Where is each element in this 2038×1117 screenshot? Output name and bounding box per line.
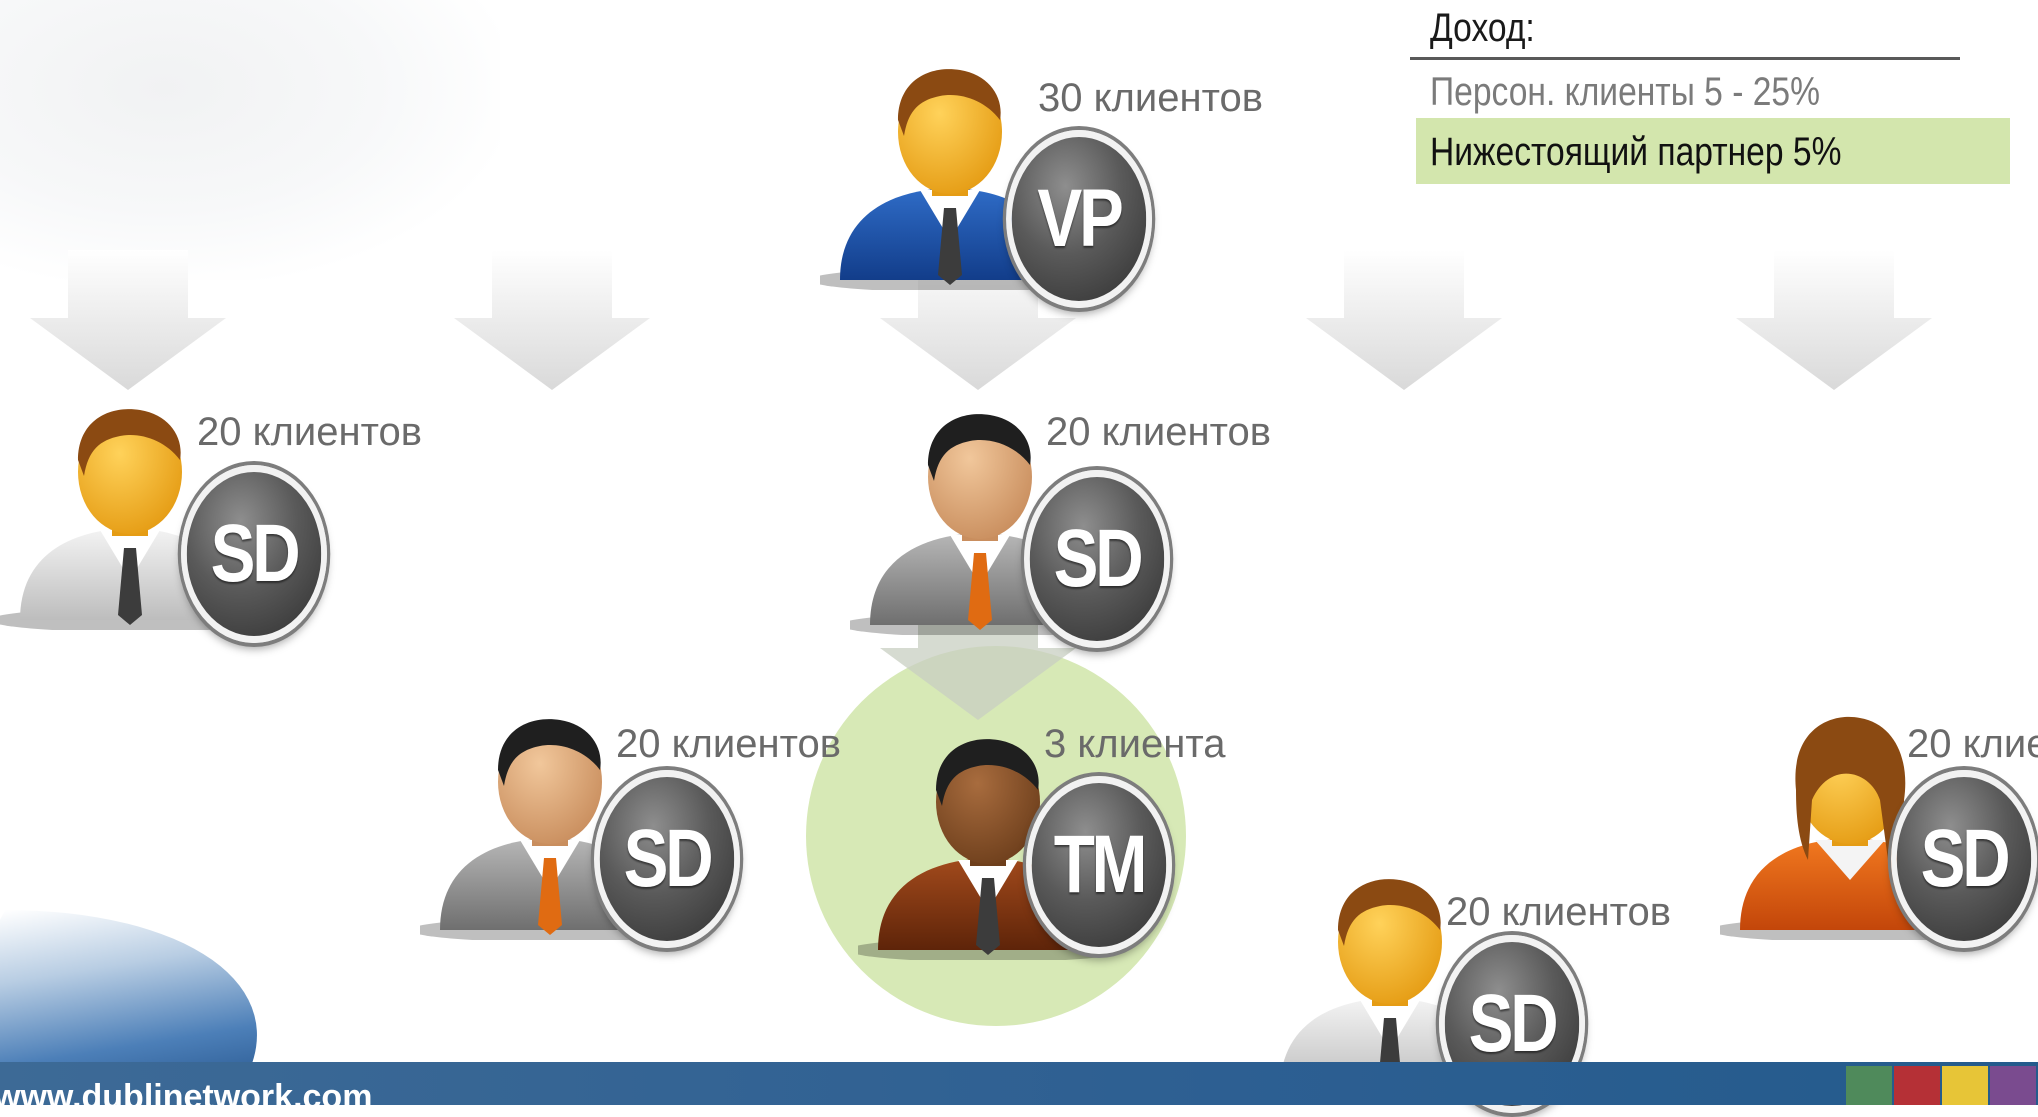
footer-bar [0,1062,2038,1105]
footer-color-swatch [1942,1066,1988,1105]
income-title: Доход: [1430,6,1535,50]
role-badge-sd-lower-left: SD [594,770,740,948]
down-arrow [1736,250,1932,390]
person-tm [858,710,1178,960]
income-downline-partner: Нижестоящий партнер 5% [1430,130,1842,174]
clients-count-vp: 30 клиентов [1038,76,1263,120]
clients-count-sd-center: 20 клиентов [1046,410,1271,454]
clients-count-sd-bottom: 20 клиентов [1446,890,1671,934]
income-personal-clients: Персон. клиенты 5 - 25% [1430,70,1820,114]
clients-count-sd-lower-left: 20 клиентов [616,722,841,766]
down-arrow [30,250,226,390]
down-arrow [880,250,1076,390]
footer-color-swatch [1990,1066,2036,1105]
income-divider [1410,57,1960,60]
footer-color-swatch [1846,1066,1892,1105]
role-badge-sd-right: SD [1891,770,2037,948]
user-icon [820,69,1090,290]
role-badge-tm: TM [1026,776,1172,954]
role-badge-vp: VP [1006,130,1152,308]
footer-url[interactable]: www.dublinetwork.com [0,1078,373,1116]
down-arrow [454,250,650,390]
background-glare [0,0,500,280]
income-highlight-row [1416,118,2010,184]
role-badge-sd-center: SD [1024,470,1170,648]
person-vp [820,40,1140,290]
user-icon [858,739,1128,960]
role-badge-sd-left: SD [181,465,327,643]
footer-wave [0,910,336,1080]
clients-count-sd-right: 20 клие [1907,722,2038,766]
clients-count-sd-left: 20 клиентов [197,410,422,454]
clients-count-tm: 3 клиента [1044,722,1226,766]
down-arrow [1306,250,1502,390]
footer-color-swatch [1894,1066,1940,1105]
